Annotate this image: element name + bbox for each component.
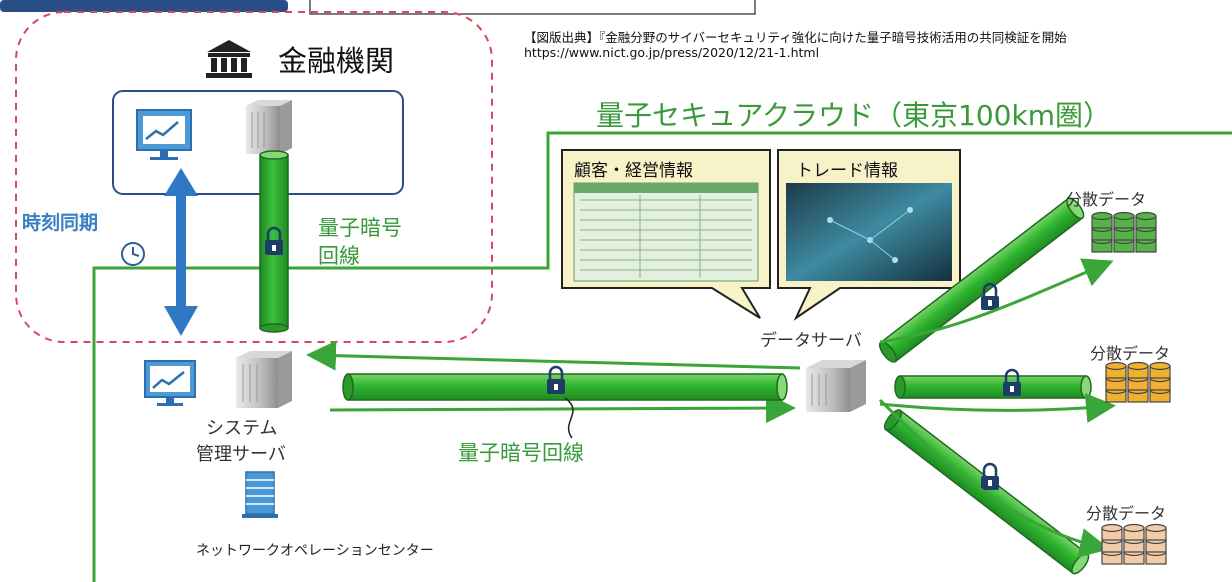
quantum-line-label-2: 回線 — [318, 244, 360, 268]
lock-icon — [547, 365, 565, 394]
panel-trade-label: トレード情報 — [796, 161, 898, 181]
system-server-label-2: 管理サーバ — [196, 444, 286, 465]
monitor-icon — [136, 109, 192, 160]
customer-info-panel — [561, 149, 771, 319]
quantum-tube-vertical — [259, 150, 289, 333]
cloud-boundary — [92, 131, 1232, 582]
source-url[interactable]: https://www.nict.go.jp/press/2020/12/21-… — [524, 45, 820, 60]
pointer-line — [564, 397, 574, 439]
distributed-data-label-lower: 分散データ — [1086, 504, 1167, 523]
data-server-icon — [806, 360, 866, 412]
database-icon-upper — [1091, 211, 1157, 253]
time-sync-arrow — [164, 168, 198, 336]
panel-customer-label: 顧客・経営情報 — [574, 161, 693, 181]
trade-info-panel — [777, 149, 961, 321]
noc-building-icon — [242, 471, 278, 518]
system-server-label-1: システム — [206, 418, 278, 439]
distributed-data-label-upper: 分散データ — [1066, 190, 1147, 209]
data-server-label: データサーバ — [760, 331, 862, 351]
lock-icon — [981, 462, 999, 490]
quantum-tube-upper — [878, 197, 1085, 363]
server-icon — [246, 100, 292, 154]
database-icon-middle — [1105, 361, 1171, 403]
monitor-icon — [144, 360, 196, 406]
arrow-to-db-lower — [878, 398, 1110, 558]
distributed-data-label-middle: 分散データ — [1090, 344, 1171, 363]
time-sync-label: 時刻同期 — [22, 212, 99, 234]
source-citation: 【図版出典】『金融分野のサイバーセキュリティ強化に向けた量子暗号技術活用の共同検… — [524, 30, 1067, 45]
lock-icon — [1003, 368, 1021, 396]
arrow-to-db-middle — [879, 393, 1116, 423]
arrow-to-data-server — [329, 393, 796, 424]
quantum-line-label: 量子暗号回線 — [458, 441, 584, 465]
quantum-line-label-1: 量子暗号 — [318, 216, 402, 240]
database-icon-lower — [1101, 523, 1167, 565]
arrow-to-db-upper — [879, 258, 1114, 344]
lock-icon — [981, 282, 999, 310]
arrow-to-system-server — [306, 340, 801, 371]
system-server-icon — [236, 351, 292, 408]
financial-title: 金融機関 — [278, 44, 395, 78]
financial-boundary — [15, 11, 493, 343]
cloud-title: 量子セキュアクラウド（東京100km圏） — [596, 99, 1111, 132]
quantum-tube-middle — [894, 375, 1092, 399]
lock-icon — [265, 226, 283, 255]
noc-label: ネットワークオペレーションセンター — [196, 543, 434, 559]
header-box — [309, 0, 756, 15]
bank-icon — [206, 40, 252, 78]
header-tab-left — [0, 0, 288, 12]
clock-icon — [121, 242, 145, 266]
